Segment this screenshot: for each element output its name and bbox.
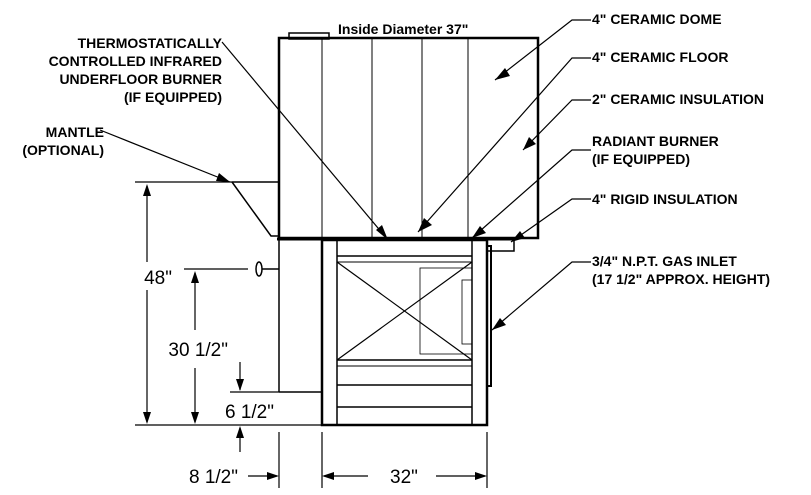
underfloor-burner-label-3: UNDERFLOOR BURNER [59, 71, 222, 87]
gas-inlet-sublabel: (17 1/2" APPROX. HEIGHT) [592, 271, 770, 287]
base-stand [320, 238, 492, 427]
inside-diameter-label: Inside Diameter 37" [338, 21, 468, 37]
ceramic-dome [277, 32, 540, 240]
ceramic-dome-label: 4" CERAMIC DOME [592, 11, 722, 27]
ceramic-insulation-label: 2" CERAMIC INSULATION [592, 91, 764, 107]
gas-inlet-label: 3/4" N.P.T. GAS INLET [592, 253, 737, 269]
underfloor-burner-label-1: THERMOSTATICALLY [78, 35, 223, 51]
underfloor-burner-label-4: (IF EQUIPPED) [124, 89, 222, 105]
gas-inlet-height-dim: 30 1/2" [168, 340, 228, 361]
ceramic-floor-label: 4" CERAMIC FLOOR [592, 49, 729, 65]
leader-lines [99, 19, 591, 331]
rigid-insulation-label: 4" RIGID INSULATION [592, 191, 738, 207]
gas-inlet-pipe [255, 240, 323, 393]
mantle [231, 181, 279, 237]
base-offset-dim: 8 1/2" [189, 467, 238, 488]
underfloor-burner-label-2: CONTROLLED INFRARED [49, 53, 222, 69]
dimension-lines [135, 181, 488, 488]
mantle-sublabel: (OPTIONAL) [22, 142, 104, 158]
mantle-label: MANTLE [46, 124, 104, 140]
radiant-burner-label: RADIANT BURNER [592, 133, 719, 149]
base-width-dim: 32" [390, 467, 418, 488]
radiant-burner-sublabel: (IF EQUIPPED) [592, 151, 690, 167]
overall-height-dim: 48" [144, 268, 172, 289]
base-height-dim: 6 1/2" [225, 402, 274, 423]
